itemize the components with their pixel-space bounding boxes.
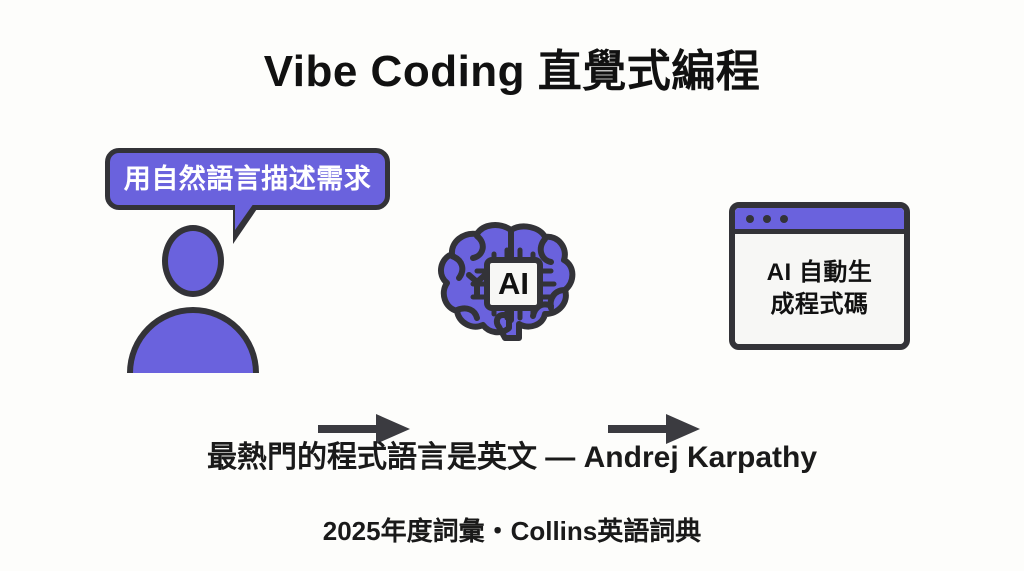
window-dot-2 xyxy=(763,214,771,223)
person-icon-body xyxy=(127,307,259,373)
output-text-line-1: AI 自動生 xyxy=(766,259,873,287)
output-text-line-2: 成程式碼 xyxy=(770,291,869,318)
diagram-stage-user: 用自然語言描述需求 xyxy=(105,140,405,380)
diagram-stage-brain: AI xyxy=(425,220,597,353)
speech-bubble-label: 用自然語言描述需求 xyxy=(123,163,372,194)
ai-chip-label: AI xyxy=(498,266,529,301)
diagram-stage-output-window: AI 自動生 成程式碼 xyxy=(729,202,910,350)
browser-window-titlebar xyxy=(735,208,904,234)
arrow-right-icon-1 xyxy=(318,412,410,451)
page-title: Vibe Coding 直覺式編程 xyxy=(263,47,761,96)
source-caption: 2025年度詞彙・Collins英語詞典 xyxy=(322,516,702,546)
window-dot-1 xyxy=(746,214,754,223)
flow-diagram: 用自然語言描述需求 xyxy=(0,140,1024,444)
speech-bubble: 用自然語言描述需求 xyxy=(105,148,390,210)
speech-bubble-tail-fill xyxy=(235,203,254,230)
person-icon-head xyxy=(162,225,224,297)
browser-window-body: AI 自動生 成程式碼 xyxy=(735,234,904,344)
quote-caption: 最熱門的程式語言是英文 — Andrej Karpathy xyxy=(206,441,818,474)
window-dot-3 xyxy=(780,214,788,223)
arrow-right-icon-2 xyxy=(608,412,700,451)
